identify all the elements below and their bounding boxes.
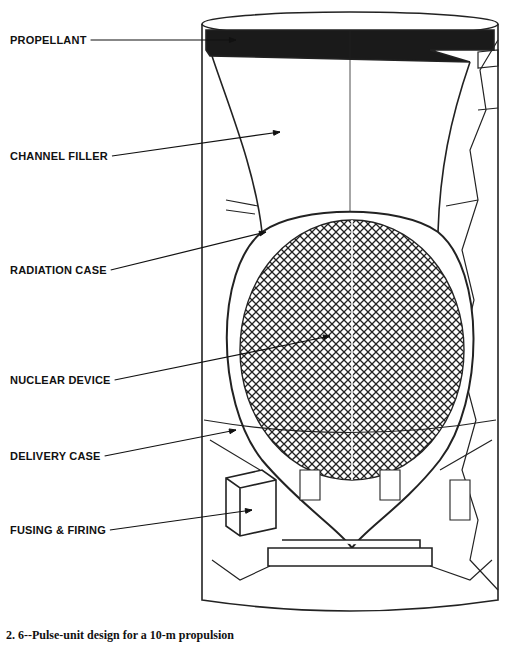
casing-detail: [212, 560, 492, 580]
delivery-casing: [202, 24, 498, 611]
fusing-base: [268, 540, 432, 566]
nuclear-device: [240, 220, 464, 480]
figure-caption: 2. 6--Pulse-unit design for a 10-m propu…: [6, 628, 234, 643]
device-seam: [351, 220, 353, 480]
leader-arrowhead: [273, 131, 280, 136]
leader-line: [115, 336, 330, 380]
part-label: RADIATION CASE: [10, 264, 107, 276]
leader-arrowhead: [229, 38, 236, 43]
channel-filler: [212, 56, 470, 232]
leader-line: [112, 132, 280, 156]
part-label: FUSING & FIRING: [10, 524, 106, 536]
leader-arrowhead: [245, 509, 252, 514]
part-label: CHANNEL FILLER: [10, 150, 108, 162]
firing-unit: [226, 470, 276, 536]
support: [226, 200, 478, 214]
delivery-case-wall: [204, 420, 496, 470]
part-label: PROPELLANT: [10, 34, 87, 46]
leader-line: [91, 39, 236, 40]
leader-line: [105, 430, 236, 456]
radiation-case: [227, 212, 474, 548]
part-label: NUCLEAR DEVICE: [10, 374, 111, 386]
part-label: DELIVERY CASE: [10, 450, 101, 462]
strap: [478, 50, 498, 110]
leader-arrowhead: [323, 335, 330, 340]
leader-arrowhead: [229, 429, 236, 434]
leader-line: [110, 510, 252, 530]
leader-line: [111, 232, 266, 270]
leader-arrowhead: [259, 231, 266, 236]
fusing-component: [300, 470, 470, 520]
